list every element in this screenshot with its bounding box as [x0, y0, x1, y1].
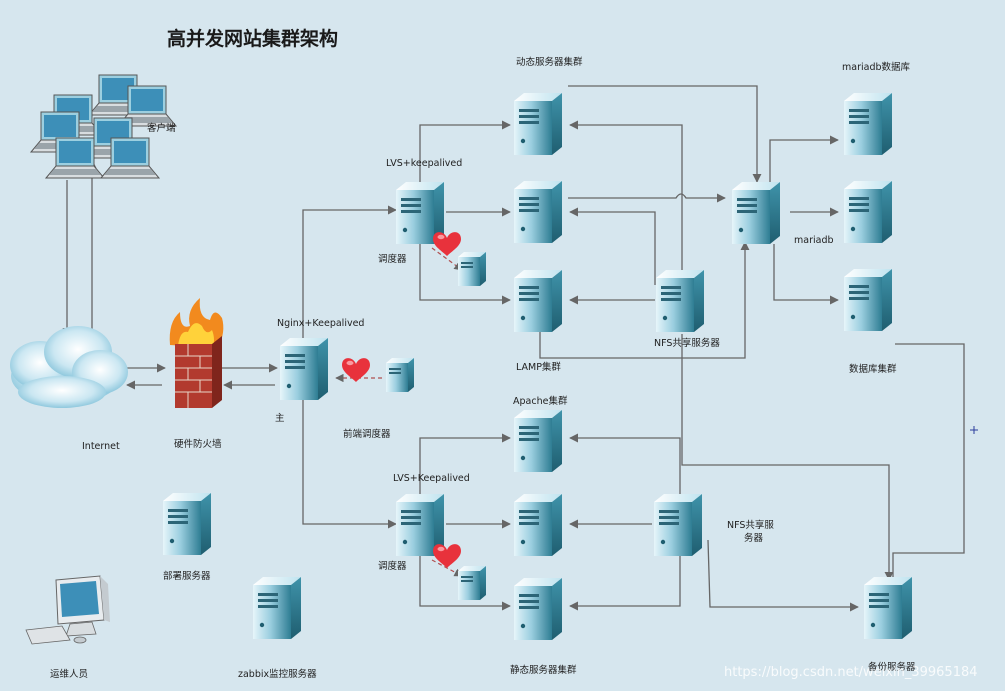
db-server-icon	[844, 269, 892, 331]
dynamic-server-icon	[514, 93, 562, 155]
mariadb-db-label: mariadb数据库	[842, 61, 911, 73]
dynamic-server-icon	[514, 181, 562, 243]
dynamic-server-icon	[514, 270, 562, 332]
heartbeat-icon	[433, 544, 461, 568]
db-server-icon	[844, 181, 892, 243]
mariadb-label: mariadb	[794, 235, 834, 246]
db-cluster-label: 数据库集群	[849, 363, 897, 375]
firewall-label: 硬件防火墙	[174, 438, 222, 450]
backup-server-icon	[864, 577, 912, 639]
firewall-icon	[169, 298, 224, 408]
static-server-icon	[514, 410, 562, 472]
lvs-top-label: LVS+keepalived	[386, 158, 462, 169]
backup-label: 备份服务器	[868, 661, 916, 673]
deploy-server-icon	[163, 493, 211, 555]
db-server-icon	[844, 93, 892, 155]
nfs-bottom-label-line1: NFS共享服	[727, 519, 774, 531]
internet-label: Internet	[82, 441, 120, 452]
lvs-bottom-backup-server-icon	[458, 566, 486, 600]
zabbix-label: zabbix监控服务器	[238, 668, 317, 680]
nfs-bottom-label-line2: 务器	[744, 532, 764, 544]
dynamic-cluster-label: 动态服务器集群	[516, 56, 583, 68]
internet-cloud-icon	[10, 326, 128, 408]
diagram-title: 高并发网站集群架构	[167, 27, 338, 50]
heartbeat-icon	[433, 232, 461, 256]
static-cluster-label: 静态服务器集群	[510, 664, 577, 676]
nginx-backup-server-icon	[386, 358, 414, 392]
lvs-bottom-label: LVS+Keepalived	[393, 473, 470, 484]
mariadb-server-icon	[732, 182, 780, 244]
scheduler-bottom-label: 调度器	[378, 560, 407, 572]
deploy-label: 部署服务器	[163, 570, 211, 582]
scheduler-top-label: 调度器	[378, 253, 407, 265]
static-server-icon	[514, 578, 562, 640]
connectors	[62, 85, 965, 612]
nginx-label: Nginx+Keepalived	[277, 318, 364, 329]
static-server-icon	[514, 494, 562, 556]
ops-label: 运维人员	[50, 668, 88, 680]
nginx-main-label: 主	[275, 412, 285, 424]
crosshair-icon	[970, 426, 978, 434]
nfs-top-label: NFS共享服务器	[654, 337, 720, 349]
clients-label: 客户端	[147, 122, 176, 134]
apache-cluster-label: Apache集群	[513, 395, 568, 407]
lvs-top-backup-server-icon	[458, 252, 486, 286]
ops-workstation-icon	[25, 575, 110, 645]
front-scheduler-label: 前端调度器	[343, 428, 391, 440]
nfs-top-server-icon	[656, 270, 704, 332]
nfs-bottom-server-icon	[654, 494, 702, 556]
lamp-cluster-label: LAMP集群	[516, 361, 561, 373]
nginx-server-icon	[280, 338, 328, 400]
zabbix-server-icon	[253, 577, 301, 639]
watermark: https://blog.csdn.net/weixin_39965184	[724, 665, 978, 680]
